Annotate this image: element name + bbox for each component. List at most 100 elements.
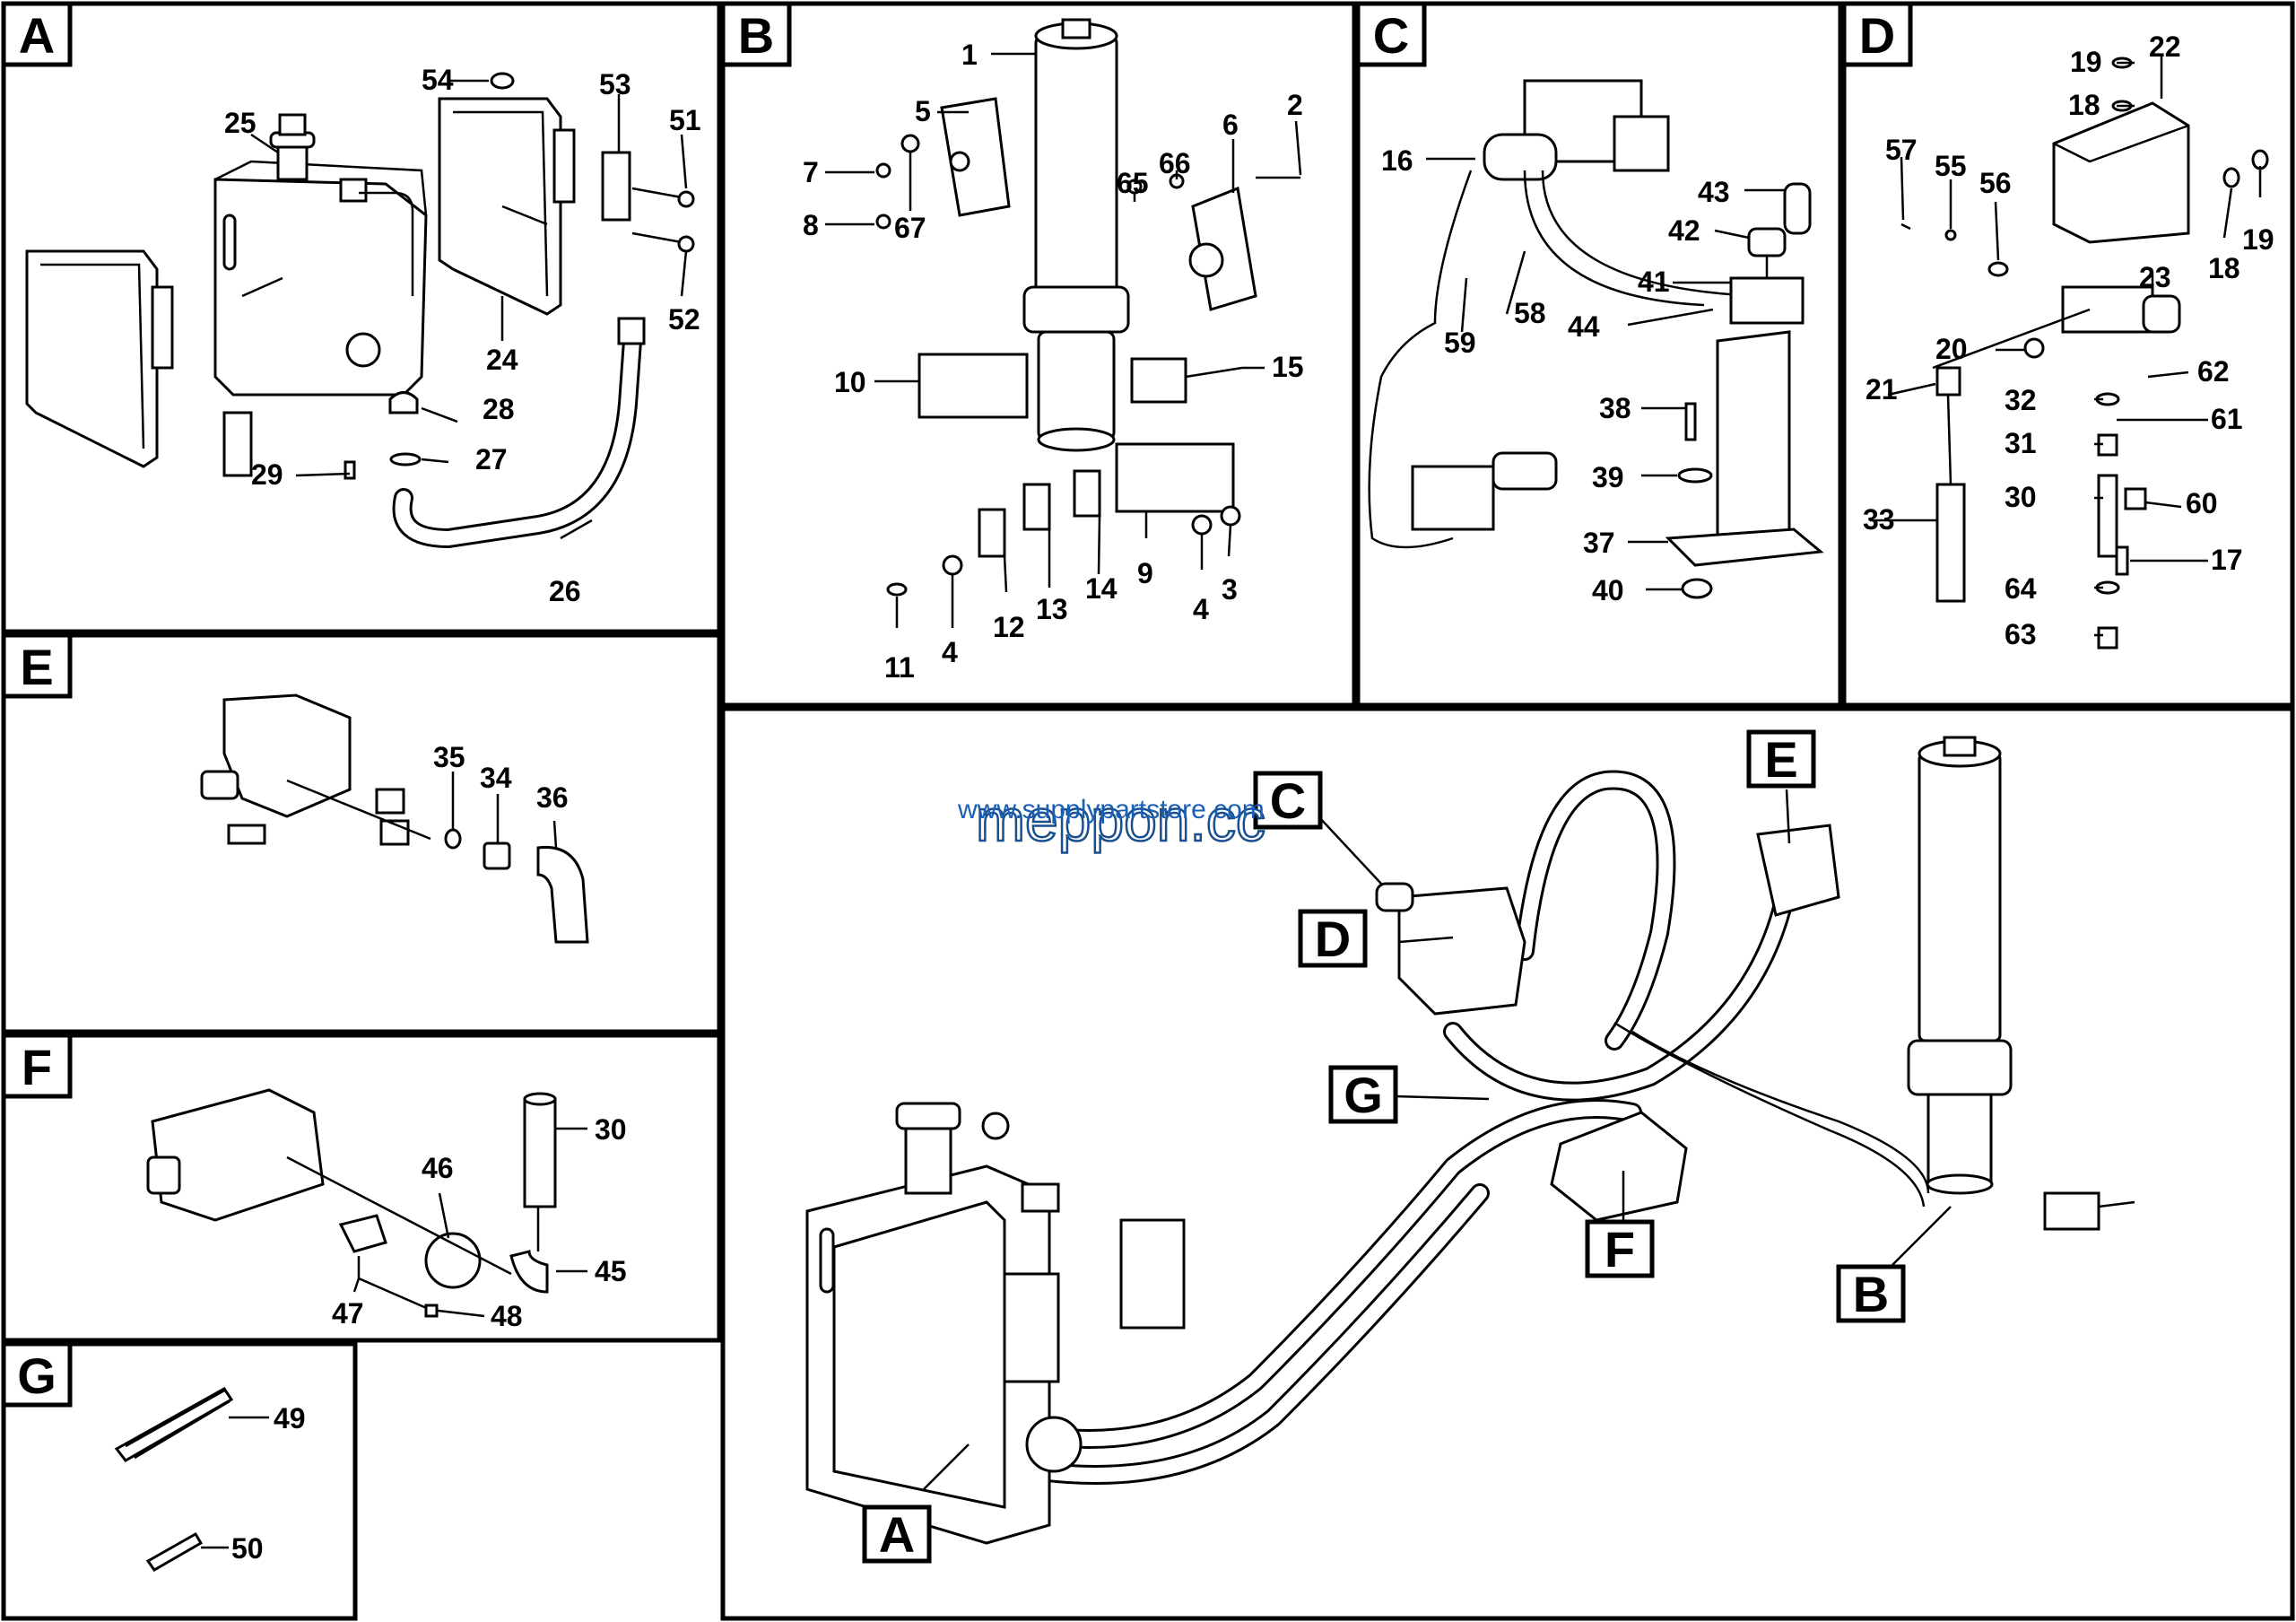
part-number: 43 [1698, 176, 1730, 208]
part-number: 41 [1638, 266, 1670, 298]
part-number: 54 [422, 64, 454, 96]
panel-letter-E: E [1, 632, 73, 699]
part-number: 18 [2208, 252, 2240, 284]
part-number: 29 [251, 458, 283, 491]
part-number: 49 [274, 1402, 306, 1435]
part-number: 56 [1979, 167, 2012, 199]
panel-g-drawing: 49 50 [114, 1387, 306, 1572]
callout-letter: A [879, 1506, 915, 1563]
callout-D: D [1298, 909, 1368, 968]
panel-letter-text: E [20, 639, 53, 695]
callout-letter: F [1605, 1221, 1635, 1278]
part-number: 3 [1222, 573, 1238, 606]
callout-B: B [1836, 1264, 1906, 1323]
part-number: 64 [2005, 572, 2037, 605]
part-number: 61 [2211, 403, 2243, 435]
callout-A: A [862, 1504, 932, 1564]
panel-letter-text: F [22, 1039, 52, 1095]
part-number: 50 [231, 1532, 264, 1565]
panel-c-drawing: 16 43 42 41 44 58 59 38 39 37 40 [1368, 79, 1824, 606]
part-number: 26 [549, 575, 581, 607]
panel-a-drawing: 54 53 51 25 24 52 28 27 29 26 [25, 64, 701, 607]
part-number: 21 [1866, 373, 1898, 406]
part-number: 2 [1287, 89, 1303, 121]
callout-G: G [1328, 1065, 1398, 1124]
part-number: 47 [332, 1297, 364, 1330]
part-number: 59 [1444, 327, 1476, 359]
part-number: 35 [433, 741, 465, 773]
part-number: 30 [2005, 481, 2037, 513]
part-number: 37 [1583, 527, 1615, 559]
part-number: 10 [834, 366, 866, 398]
part-number: 51 [669, 104, 701, 136]
part-number: 34 [480, 762, 512, 794]
part-number: 44 [1568, 310, 1600, 343]
part-number: 6 [1222, 109, 1239, 141]
part-number: 63 [2005, 618, 2037, 650]
part-number: 57 [1885, 134, 1918, 166]
callout-letter: D [1315, 911, 1351, 967]
panel-letter-C: C [1355, 1, 1427, 67]
part-number: 1 [961, 39, 978, 71]
part-number: 12 [993, 611, 1025, 643]
part-number: 30 [595, 1113, 627, 1146]
part-number: 42 [1668, 214, 1700, 247]
part-number: 58 [1514, 297, 1546, 329]
part-number: 8 [803, 209, 819, 241]
part-number: 19 [2242, 223, 2274, 256]
part-number: 19 [2070, 46, 2102, 78]
part-number: 5 [915, 95, 931, 127]
part-number: 31 [2005, 427, 2037, 459]
part-number: 20 [1935, 333, 1968, 365]
callout-letter: E [1764, 731, 1797, 788]
part-number: 22 [2149, 31, 2181, 63]
part-number: 7 [803, 156, 819, 188]
part-number: 52 [668, 303, 700, 336]
part-number: 24 [486, 344, 518, 376]
callout-E: E [1746, 729, 1816, 789]
part-number: 33 [1863, 503, 1895, 536]
panel-letter-text: G [17, 1347, 57, 1404]
panel-letter-F: F [1, 1033, 73, 1099]
panel-letter-text: A [19, 7, 55, 64]
part-number: 48 [491, 1300, 523, 1332]
part-number: 11 [884, 651, 915, 684]
part-number: 46 [422, 1152, 454, 1184]
part-number: 32 [2005, 384, 2037, 416]
callout-C: C [1253, 771, 1323, 830]
part-number: 36 [536, 781, 569, 814]
part-number: 23 [2139, 261, 2171, 293]
part-number: 67 [894, 212, 926, 244]
callout-letter: B [1853, 1266, 1889, 1322]
part-number: 9 [1137, 557, 1153, 589]
watermark-brand: meppon.cc [976, 787, 1265, 853]
callout-F: F [1585, 1219, 1655, 1278]
callout-letter: C [1270, 772, 1306, 829]
part-number: 45 [595, 1255, 627, 1287]
part-number: 25 [224, 107, 257, 139]
part-number: 4 [1193, 593, 1209, 625]
part-number: 60 [2186, 487, 2218, 519]
watermark-site: www.supplypartstore.com [957, 795, 1265, 824]
part-number: 15 [1272, 351, 1304, 383]
callout-letter: G [1344, 1067, 1383, 1123]
part-number: 65 [1117, 167, 1149, 199]
part-number: 18 [2068, 89, 2100, 121]
part-number: 66 [1159, 147, 1191, 179]
overview-drawing [805, 736, 2135, 1545]
panel-letter-G: G [1, 1341, 73, 1408]
part-number: 38 [1599, 392, 1631, 424]
part-number: 53 [599, 68, 631, 100]
panel-f-drawing: 30 46 45 47 48 [146, 1088, 627, 1332]
panel-letter-B: B [720, 1, 792, 67]
panel-letter-text: D [1859, 7, 1895, 64]
panel-e-drawing: 35 34 36 [200, 693, 589, 944]
part-number: 39 [1592, 461, 1624, 493]
part-number: 55 [1935, 150, 1967, 182]
part-number: 40 [1592, 574, 1624, 606]
panel-letter-A: A [1, 1, 73, 67]
part-number: 14 [1085, 572, 1118, 605]
panel-letter-D: D [1841, 1, 1913, 67]
